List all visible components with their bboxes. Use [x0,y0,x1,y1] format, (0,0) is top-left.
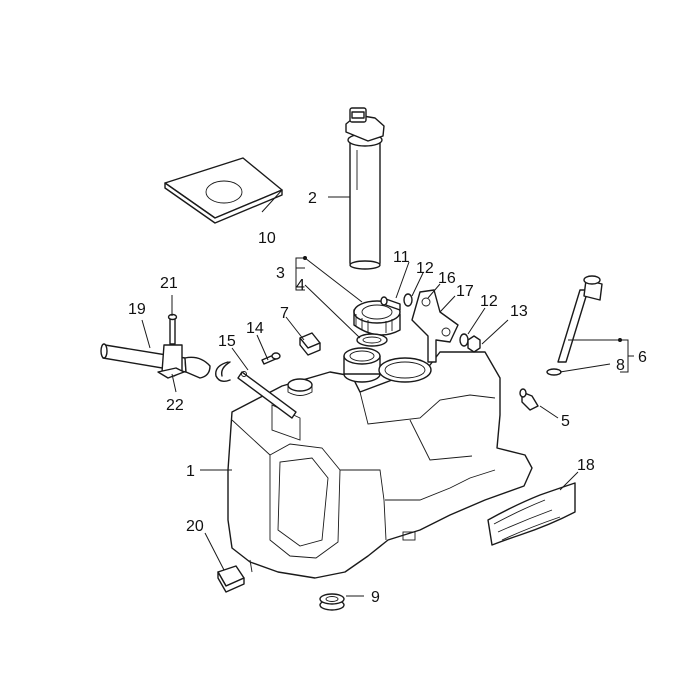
part-15-strap [237,371,297,419]
part-9-grommet [319,593,345,611]
part-22-bracket [157,344,185,379]
callout-20: 20 [186,518,204,535]
part-19-hose [100,343,211,379]
part-5-valve [519,388,539,411]
callout-15: 15 [218,333,236,350]
part-10-pad [164,157,283,224]
part-20-clip [217,565,245,593]
part-8-o-ring [546,368,562,376]
callout-5: 5 [561,413,570,430]
callout-7: 7 [280,305,289,322]
part-6-gauge-rod [557,275,603,363]
part-2-fuel-sender [345,107,385,270]
part-12-washer-a [403,293,413,307]
part-filler-neck [343,347,432,383]
callout-22: 22 [166,397,184,414]
callout-2: 2 [308,190,317,207]
callout-11: 11 [393,249,410,266]
leader-lines [141,189,634,597]
callout-21: 21 [160,275,178,292]
callout-16: 16 [438,270,456,287]
callout-labels: 1 2 3 4 5 6 7 8 9 10 11 12 12 13 14 15 1… [128,190,647,606]
part-18-shield [487,482,576,546]
part-12-washer-b [459,333,469,347]
callout-14: 14 [246,320,264,337]
callout-12b: 12 [480,293,498,310]
part-21-bolt [167,313,178,345]
callout-3: 3 [276,265,285,282]
part-c-clamp [215,361,231,383]
part-7-clip [299,332,321,356]
part-14-screw [261,352,281,365]
callout-4: 4 [296,277,305,294]
callout-9: 9 [371,589,380,606]
callout-8: 8 [616,357,625,374]
callout-1: 1 [186,463,195,480]
part-13-nut [467,335,481,353]
callout-19: 19 [128,301,146,318]
callout-17: 17 [456,283,474,300]
callout-18: 18 [577,457,595,474]
part-1-fuel-tank [227,351,533,579]
callout-12a: 12 [416,260,434,277]
callout-10: 10 [258,230,276,247]
part-4-gasket [356,333,388,347]
part-17-bracket [411,289,459,363]
part-11-bolt [380,296,401,311]
callout-6: 6 [638,349,647,366]
callout-13: 13 [510,303,528,320]
